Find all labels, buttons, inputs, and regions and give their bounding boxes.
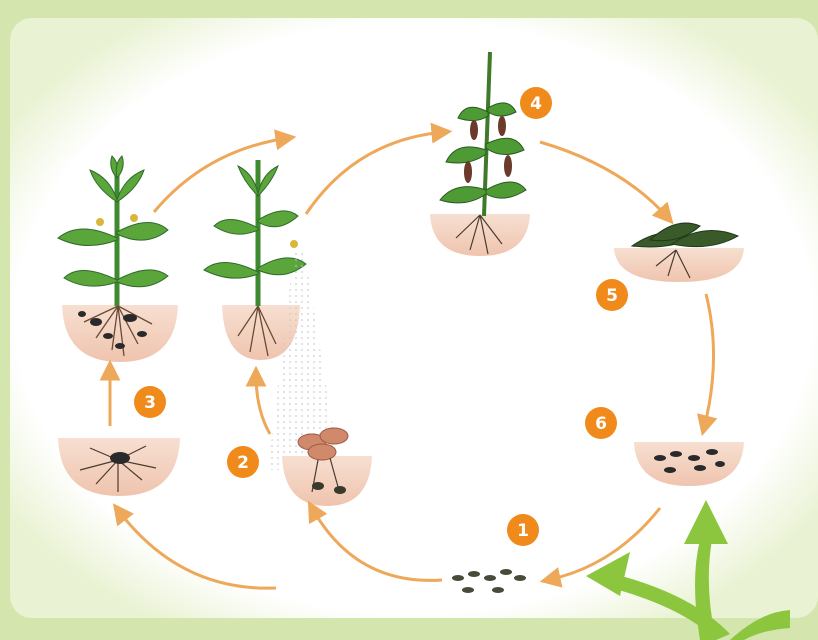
badge-number: 2: [237, 453, 249, 473]
badge-number: 1: [517, 521, 529, 541]
badge-number: 4: [530, 94, 542, 114]
seed: [110, 452, 130, 464]
flower: [290, 240, 298, 248]
seed: [312, 482, 324, 490]
badge-number: 5: [606, 286, 618, 306]
stage-badge-4: 4: [520, 87, 552, 119]
stage-badge-6: 6: [585, 407, 617, 439]
seed: [334, 486, 346, 494]
stage-badge-1: 1: [507, 514, 539, 546]
stage-badge-2: 2: [227, 446, 259, 478]
badge-number: 3: [144, 393, 156, 413]
stage-badge-5: 5: [596, 279, 628, 311]
badge-number: 6: [595, 414, 607, 434]
stage-badge-3: 3: [134, 386, 166, 418]
